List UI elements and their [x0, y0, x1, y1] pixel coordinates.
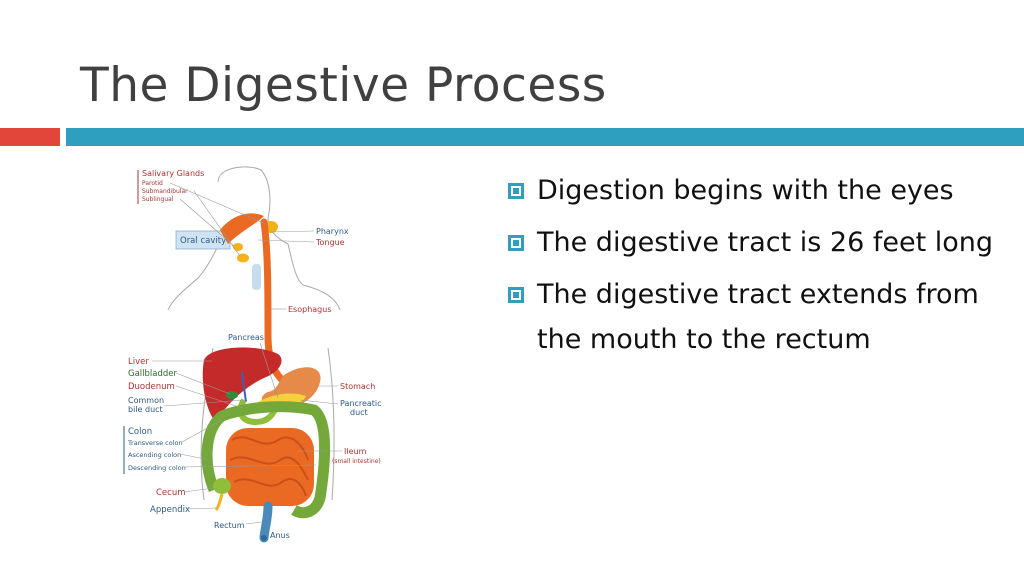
bullet-text: The digestive tract is 26 feet long	[537, 227, 994, 258]
sublingual-gland	[233, 243, 243, 251]
colon-shape	[201, 401, 331, 519]
leader-lines	[152, 360, 245, 409]
label-rectum: Rectum	[214, 521, 245, 530]
bullet-item: Digestion begins with the eyes	[508, 168, 1008, 213]
trachea-shape	[252, 264, 261, 290]
square-bullet-icon	[508, 287, 524, 303]
leader-lines	[245, 521, 263, 525]
leader-lines	[187, 507, 217, 510]
label-pancreatic-duct: duct	[350, 408, 368, 417]
cecum-shape	[213, 478, 231, 494]
leader-lines	[257, 230, 315, 243]
bullet-item: The digestive tract is 26 feet long	[508, 220, 1008, 265]
bullet-item: The digestive tract extends from the mou…	[508, 272, 1008, 362]
body-outline	[327, 347, 335, 501]
anus-shape	[261, 535, 267, 541]
label-salivary-glands: Salivary Glands	[142, 169, 204, 178]
label-pharynx: Pharynx	[316, 227, 349, 236]
label-oral-cavity: Oral cavity	[180, 236, 226, 246]
accent-bar-blue	[66, 128, 1024, 146]
bile-duct-shape	[241, 371, 247, 403]
slide-title: The Digestive Process	[80, 58, 607, 113]
liver-shape	[202, 347, 282, 422]
leader-lines	[299, 399, 339, 405]
rectum-shape	[259, 501, 273, 543]
label-cecum: Cecum	[156, 488, 186, 498]
label-common-bile-duct: Common	[128, 396, 164, 405]
label-duodenum: Duodenum	[128, 382, 175, 392]
label-sublingual: Sublingual	[142, 196, 174, 203]
small-intestine-shape	[226, 428, 314, 506]
label-stomach: Stomach	[340, 382, 375, 391]
label-gallbladder: Gallbladder	[128, 369, 178, 379]
label-colon: Colon	[128, 427, 152, 437]
label-common-bile-duct: bile duct	[128, 405, 163, 414]
leader-lines	[169, 182, 267, 257]
accent-bar-red	[0, 128, 60, 146]
leader-lines	[179, 419, 317, 468]
square-bullet-icon	[508, 235, 524, 251]
label-submandibular: Submandibular	[142, 188, 188, 195]
digestive-system-diagram: Oral cavity Salivary Glands Parotid Subm…	[123, 166, 382, 543]
label-esophagus: Esophagus	[288, 305, 331, 314]
small-intestine-coils	[229, 436, 309, 497]
label-pancreatic-duct: Pancreatic	[340, 399, 382, 408]
label-pancreas: Pancreas	[228, 333, 264, 342]
square-bullet-icon	[508, 183, 524, 199]
label-appendix: Appendix	[150, 505, 190, 515]
label-anus: Anus	[270, 531, 290, 540]
gallbladder-shape	[226, 391, 238, 399]
bullet-text: Digestion begins with the eyes	[537, 175, 954, 206]
label-ileum: Ileum	[344, 447, 367, 456]
bullet-text: The digestive tract extends from the mou…	[537, 279, 979, 355]
label-liver: Liver	[128, 357, 149, 367]
bullet-list: Digestion begins with the eyes The diges…	[508, 168, 1008, 369]
leader-lines	[259, 342, 279, 399]
label-small-intestine: (small intestine)	[332, 458, 381, 465]
label-parotid: Parotid	[142, 180, 163, 187]
leader-lines	[183, 487, 215, 493]
esophagus-shape	[260, 218, 292, 389]
label-tongue: Tongue	[315, 238, 345, 247]
tongue-shape	[220, 213, 264, 244]
label-transverse-colon: Transverse colon	[127, 439, 183, 447]
appendix-shape	[214, 493, 224, 512]
label-ascending-colon: Ascending colon	[128, 451, 181, 459]
body-outline	[217, 166, 341, 311]
submandibular-gland	[237, 253, 249, 263]
label-descending-colon: Descending colon	[128, 464, 186, 472]
